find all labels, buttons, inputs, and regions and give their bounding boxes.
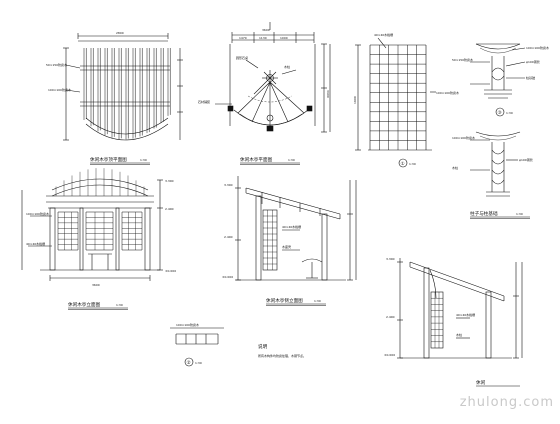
side-elevation-view <box>235 176 357 281</box>
front-h2: 2.400 <box>165 207 174 211</box>
front-elevation-scale: 1:30 <box>116 303 123 307</box>
column-elevation-view <box>470 131 521 197</box>
roof-plan-view <box>63 33 183 141</box>
side-label-1: 40×40木格栅 <box>282 224 301 229</box>
lattice-elevation-view <box>355 37 436 168</box>
side-elevation-scale: 1:30 <box>314 299 321 303</box>
watermark: zhulong.com <box>459 395 554 410</box>
col-label-1: 100×100防腐木 <box>452 135 475 140</box>
plan-stone-label: 石材铺装 <box>198 99 210 104</box>
lattice-frame-label: 100×100防腐木 <box>436 90 459 95</box>
grid-height-dim: 1900 <box>353 96 357 104</box>
detail-1-scale: 1:30 <box>409 162 416 166</box>
notes-heading: 说明 <box>258 343 268 350</box>
side-elevation-title: 休闲木亭侧立面图 <box>266 297 303 304</box>
front-label-1: 100×100防腐木 <box>26 211 49 216</box>
front-label-2: 40×40木格栅 <box>26 241 45 246</box>
d3-label-3: 柱基础 <box>526 75 535 80</box>
floor-plan-scale: 1:30 <box>288 158 295 162</box>
front-h0: ±0.000 <box>165 269 176 273</box>
notes-text: 所有木构件均防腐处理，木钢节点。 <box>258 353 306 358</box>
lattice-label: 40×40木格栅 <box>374 32 393 37</box>
title-underlines <box>68 162 530 387</box>
detail-3-mark: ③ <box>498 110 502 116</box>
front-rafters <box>55 168 145 196</box>
side-elevation-2-title: 休闲 <box>476 379 486 386</box>
detail-3-view <box>470 43 526 117</box>
plan-depth-dim: 3400 <box>326 90 330 98</box>
roof-plan-title: 休闲木亭顶平面图 <box>90 156 127 163</box>
front-elevation-title: 休闲木亭立面图 <box>68 301 101 308</box>
front-h1: 3.300 <box>165 179 174 183</box>
side2-h2: 2.400 <box>386 315 395 319</box>
plan-seg-2: 1130 <box>259 36 267 40</box>
roof-slats <box>83 48 171 140</box>
side2-lattice <box>431 292 443 348</box>
side-h2: 2.400 <box>224 235 233 239</box>
d3-label-2: φ100钢管 <box>526 59 540 64</box>
front-width-dim: 3600 <box>92 283 100 287</box>
plan-column-label: 木柱 <box>284 64 290 69</box>
detail-3-scale: 1:30 <box>506 111 513 115</box>
detail-2-view <box>170 327 224 367</box>
side-h0: ±0.000 <box>222 275 233 279</box>
side2-h0: ±0.000 <box>384 353 395 357</box>
roof-width-dim: 2800 <box>116 31 124 35</box>
side-h1: 3.300 <box>224 183 233 187</box>
d2-label: 100×100防腐木 <box>176 322 199 327</box>
col-label-3: φ100钢管 <box>519 157 533 162</box>
plan-width-dim: 3600 <box>262 28 270 32</box>
plan-table-label: 圆形石桌 <box>236 55 248 60</box>
front-lattice-panels <box>57 211 143 251</box>
roof-plan-scale: 1:30 <box>140 158 147 162</box>
side-label-2: 木座凳 <box>282 244 291 249</box>
side2-h1: 3.300 <box>386 257 395 261</box>
detail-2-scale: 1:30 <box>195 361 202 365</box>
roof-beam-label: 50×150防腐木 <box>46 62 67 67</box>
side-elevation-2-view <box>397 258 523 359</box>
column-elevation-title: 柱子与柱基础 <box>470 210 498 217</box>
detail-1-mark: ① <box>401 161 405 167</box>
front-elevation-view <box>21 168 163 281</box>
column-elevation-scale: 1:30 <box>516 212 523 216</box>
side2-label-2: 木柱 <box>456 332 462 337</box>
plan-seg-3: 1000 <box>280 36 288 40</box>
col-label-2: 木柱 <box>452 165 458 170</box>
roof-rafter-label: 100×100防腐木 <box>48 87 71 92</box>
lattice-grid <box>370 45 426 150</box>
d3-label-4: 50×150防腐木 <box>452 57 473 62</box>
floor-plan-view <box>215 22 331 133</box>
side2-label-1: 40×40木格栅 <box>456 312 475 317</box>
side-lattice <box>263 210 277 270</box>
floor-plan-title: 休闲木亭平面图 <box>240 156 273 163</box>
detail-2-mark: ② <box>187 360 191 366</box>
d3-label-1: 100×100防腐木 <box>526 45 549 50</box>
plan-seg-1: 1470 <box>239 36 247 40</box>
